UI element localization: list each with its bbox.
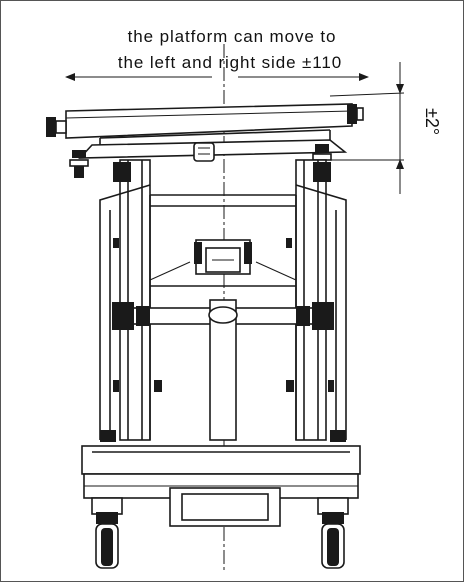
tilt-dimension [329, 62, 405, 194]
caster-wheels [91, 497, 349, 569]
caption-line-1: the platform can move to [127, 27, 337, 46]
platform [46, 103, 364, 178]
base [81, 445, 361, 527]
caption-line-2: the left and right side ±110 [117, 53, 343, 72]
column-frame [99, 159, 347, 442]
